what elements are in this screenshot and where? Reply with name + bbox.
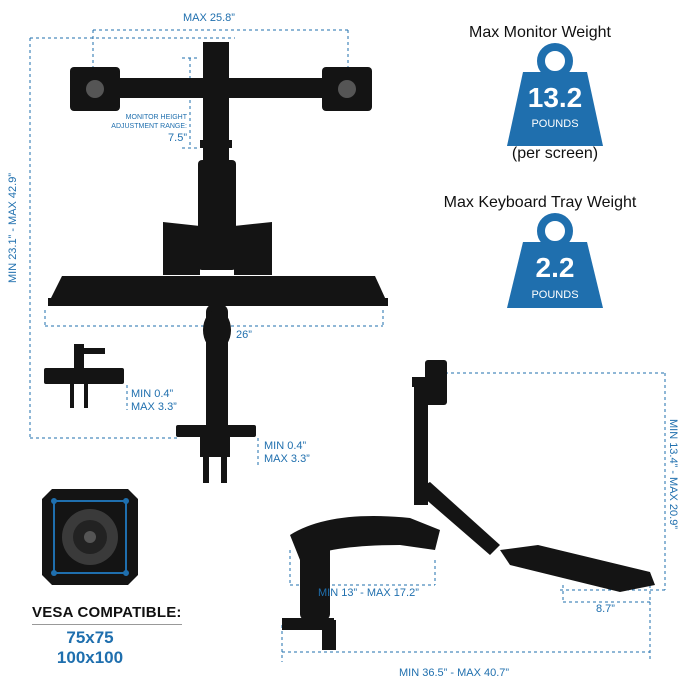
monitor-weight-icon: [507, 43, 603, 146]
keyboard-weight-unit: POUNDS: [531, 289, 579, 301]
monitor-weight-value: 13.2: [527, 82, 583, 113]
keyboard-weight-title: Max Keyboard Tray Weight: [443, 194, 637, 211]
reach-label: MIN 13” - MAX 17.2”: [318, 587, 419, 599]
monitor-weight-unit: POUNDS: [531, 118, 579, 130]
monitor-weight-title: Max Monitor Weight: [469, 24, 611, 41]
monitor-adjust-label-line1: MONITOR HEIGHT: [125, 114, 187, 121]
tray-depth-label: 8.7”: [596, 603, 615, 615]
vesa-size-75: 75x75: [66, 628, 114, 647]
side-height-range-label: MIN 13.4” - MAX 20.9”: [667, 418, 679, 530]
keyboard-weight-icon: [507, 213, 603, 308]
clamp-small-max: MAX 3.3”: [131, 400, 177, 413]
clamp-main-label: MIN 0.4” MAX 3.3”: [264, 440, 310, 465]
total-depth-label: MIN 36.5” - MAX 40.7”: [399, 667, 510, 679]
tray-width-label: 26”: [236, 329, 252, 341]
clamp-small-label: MIN 0.4” MAX 3.3”: [131, 388, 177, 413]
monitor-adjust-label: MONITOR HEIGHT ADJUSTMENT RANGE: 7.5”: [95, 114, 187, 145]
front-view-drawing: [29, 29, 388, 483]
keyboard-weight-value: 2.2: [535, 252, 575, 283]
vesa-title: VESA COMPATIBLE:: [32, 604, 182, 621]
monitor-adjust-label-line2: ADJUSTMENT RANGE:: [111, 122, 187, 130]
clamp-main-min: MIN 0.4”: [264, 440, 307, 452]
clamp-small-min: MIN 0.4”: [131, 388, 174, 400]
clamp-main-max: MAX 3.3”: [264, 452, 310, 465]
side-view-drawing: [281, 360, 666, 662]
vesa-divider: [32, 624, 182, 625]
vesa-plate-drawing: [42, 489, 138, 585]
monitor-adjust-value: 7.5”: [168, 131, 187, 144]
max-width-label: MAX 25.8”: [183, 12, 235, 24]
height-range-label: MIN 23.1” - MAX 42.9”: [7, 172, 19, 284]
monitor-weight-note: (per screen): [511, 145, 599, 162]
vesa-size-100: 100x100: [56, 648, 124, 667]
